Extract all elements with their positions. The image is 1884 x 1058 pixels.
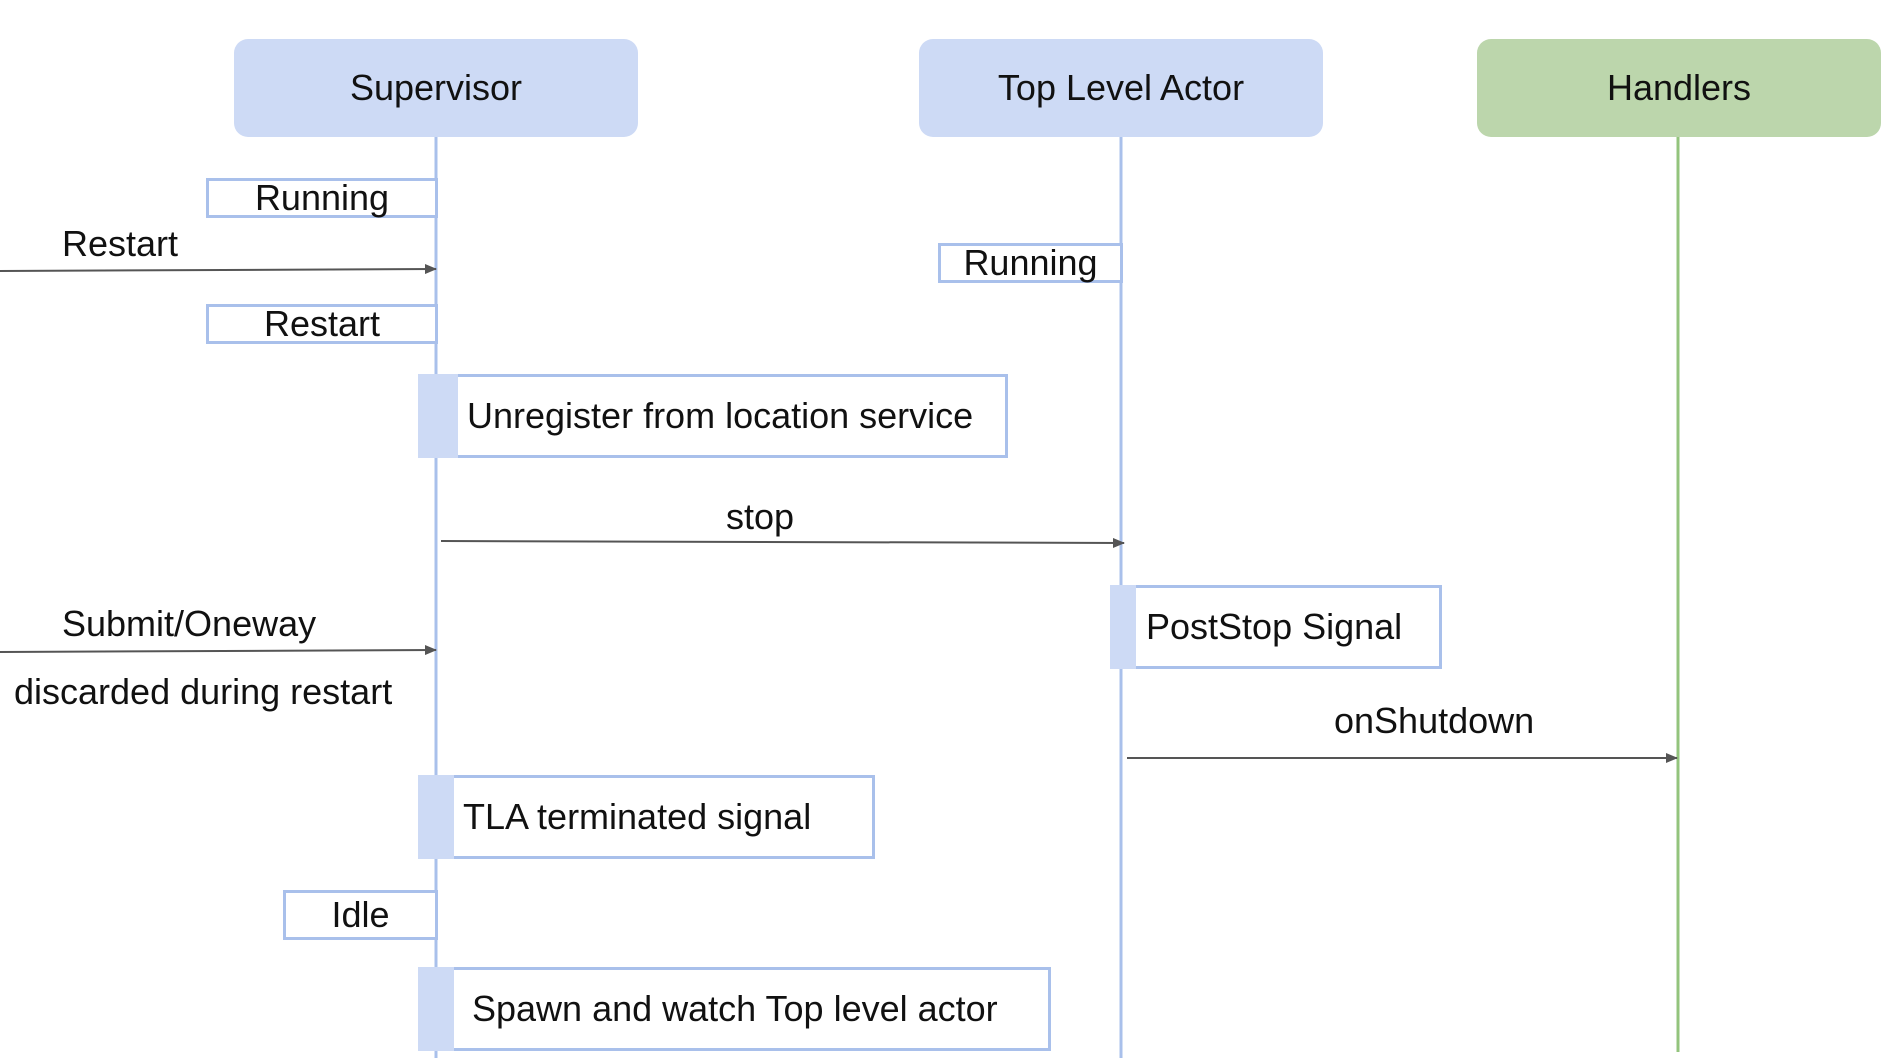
participant-supervisor: Supervisor	[234, 39, 638, 137]
stop-arrow	[440, 537, 1125, 548]
activation-poststop: PostStop Signal	[1110, 585, 1442, 669]
activation-spawn-watch: Spawn and watch Top level actor	[418, 967, 1051, 1051]
state-tla-running: Running	[938, 243, 1123, 283]
activation-label-tla-terminated: TLA terminated signal	[463, 796, 812, 837]
message-label-stop: stop	[726, 496, 795, 537]
message-label-submit-oneway: Submit/Oneway	[62, 603, 317, 644]
state-supervisor-running: Running	[206, 178, 438, 218]
activation-bar	[418, 775, 454, 859]
message-label-on-shutdown: onShutdown	[1334, 700, 1535, 741]
state-supervisor-restart: Restart	[206, 304, 438, 344]
message-label-discarded: discarded during restart	[14, 671, 393, 712]
message-label-restart: Restart	[62, 223, 179, 264]
submit-oneway-arrow	[0, 645, 437, 656]
activation-tla-terminated: TLA terminated signal	[418, 775, 875, 859]
activation-label-spawn-watch: Spawn and watch Top level actor	[472, 988, 998, 1029]
activation-bar	[1110, 585, 1136, 669]
activation-label-poststop: PostStop Signal	[1146, 606, 1403, 647]
participant-top-level-actor: Top Level Actor	[919, 39, 1323, 137]
state-supervisor-idle: Idle	[283, 890, 438, 940]
activation-unregister: Unregister from location service	[418, 374, 1008, 458]
activation-bar	[418, 374, 458, 458]
restart-arrow	[0, 264, 437, 275]
activation-label-unregister: Unregister from location service	[467, 395, 974, 436]
participant-handlers: Handlers	[1477, 39, 1881, 137]
activation-bar	[418, 967, 454, 1051]
